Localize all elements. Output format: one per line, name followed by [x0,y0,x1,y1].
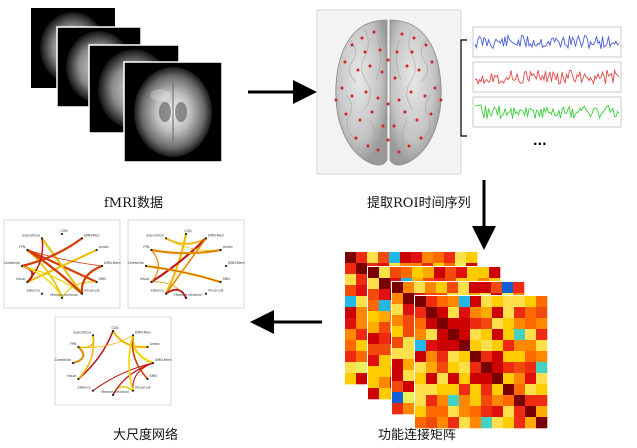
svg-text:Salience: Salience [78,386,91,390]
matrix-stack [344,251,548,429]
svg-text:Memory retrieval: Memory retrieval [101,390,128,394]
svg-text:Subcortical: Subcortical [73,330,91,334]
svg-text:Cerebellar: Cerebellar [4,261,21,265]
svg-text:Visual: Visual [67,374,77,378]
time-series-panel [472,26,622,58]
svg-text:Limbic: Limbic [99,245,110,249]
bracket [460,39,467,137]
svg-text:SMN: SMN [223,277,231,281]
svg-text:Visual-Lat: Visual-Lat [135,386,151,390]
svg-text:DMN-Med: DMN-Med [135,330,150,334]
svg-text:Memory retrieval: Memory retrieval [50,293,77,297]
svg-text:DMN-Mem: DMN-Mem [155,358,172,362]
svg-text:Visual: Visual [16,277,26,281]
svg-text:FPN: FPN [143,245,150,249]
svg-text:Cerebellar: Cerebellar [55,358,72,362]
svg-text:DMN-Med: DMN-Med [208,233,223,237]
time-series-panel [472,61,622,93]
svg-text:Visual: Visual [140,277,150,281]
svg-text:FPN: FPN [70,342,77,346]
svg-text:Visual-Lat: Visual-Lat [84,289,100,293]
connectivity-matrix [414,295,548,429]
svg-text:CON: CON [60,229,68,233]
svg-text:FPN: FPN [19,245,26,249]
svg-text:DMN-Mem: DMN-Mem [228,261,245,265]
svg-text:DMN-Mem: DMN-Mem [104,261,121,265]
caption-fmri: fMRI数据 [104,196,164,211]
brain-roi-panel [316,9,462,175]
svg-text:Memory retrieval: Memory retrieval [174,293,201,297]
svg-text:DMN-Med: DMN-Med [84,233,99,237]
fmri-slice-stack [31,8,223,163]
svg-text:CON: CON [184,229,192,233]
svg-text:Subcortical: Subcortical [146,233,164,237]
svg-text:Limbic: Limbic [223,245,234,249]
time-series-panel [472,96,622,128]
svg-text:Salience: Salience [151,289,164,293]
ellipsis-text: ... [533,134,547,148]
svg-text:Visual-Lat: Visual-Lat [208,289,224,293]
svg-text:SMN: SMN [150,374,158,378]
caption-roi: 提取ROI时间序列 [367,196,471,211]
caption-network: 大尺度网络 [113,428,179,443]
svg-text:Subcortical: Subcortical [22,233,40,237]
svg-text:SMN: SMN [99,277,107,281]
svg-text:CON: CON [111,326,119,330]
svg-text:Cerebellar: Cerebellar [128,261,145,265]
caption-matrix: 功能连接矩阵 [378,428,457,443]
fmri-slice [123,61,223,163]
svg-text:Limbic: Limbic [150,342,161,346]
svg-text:Salience: Salience [27,289,40,293]
